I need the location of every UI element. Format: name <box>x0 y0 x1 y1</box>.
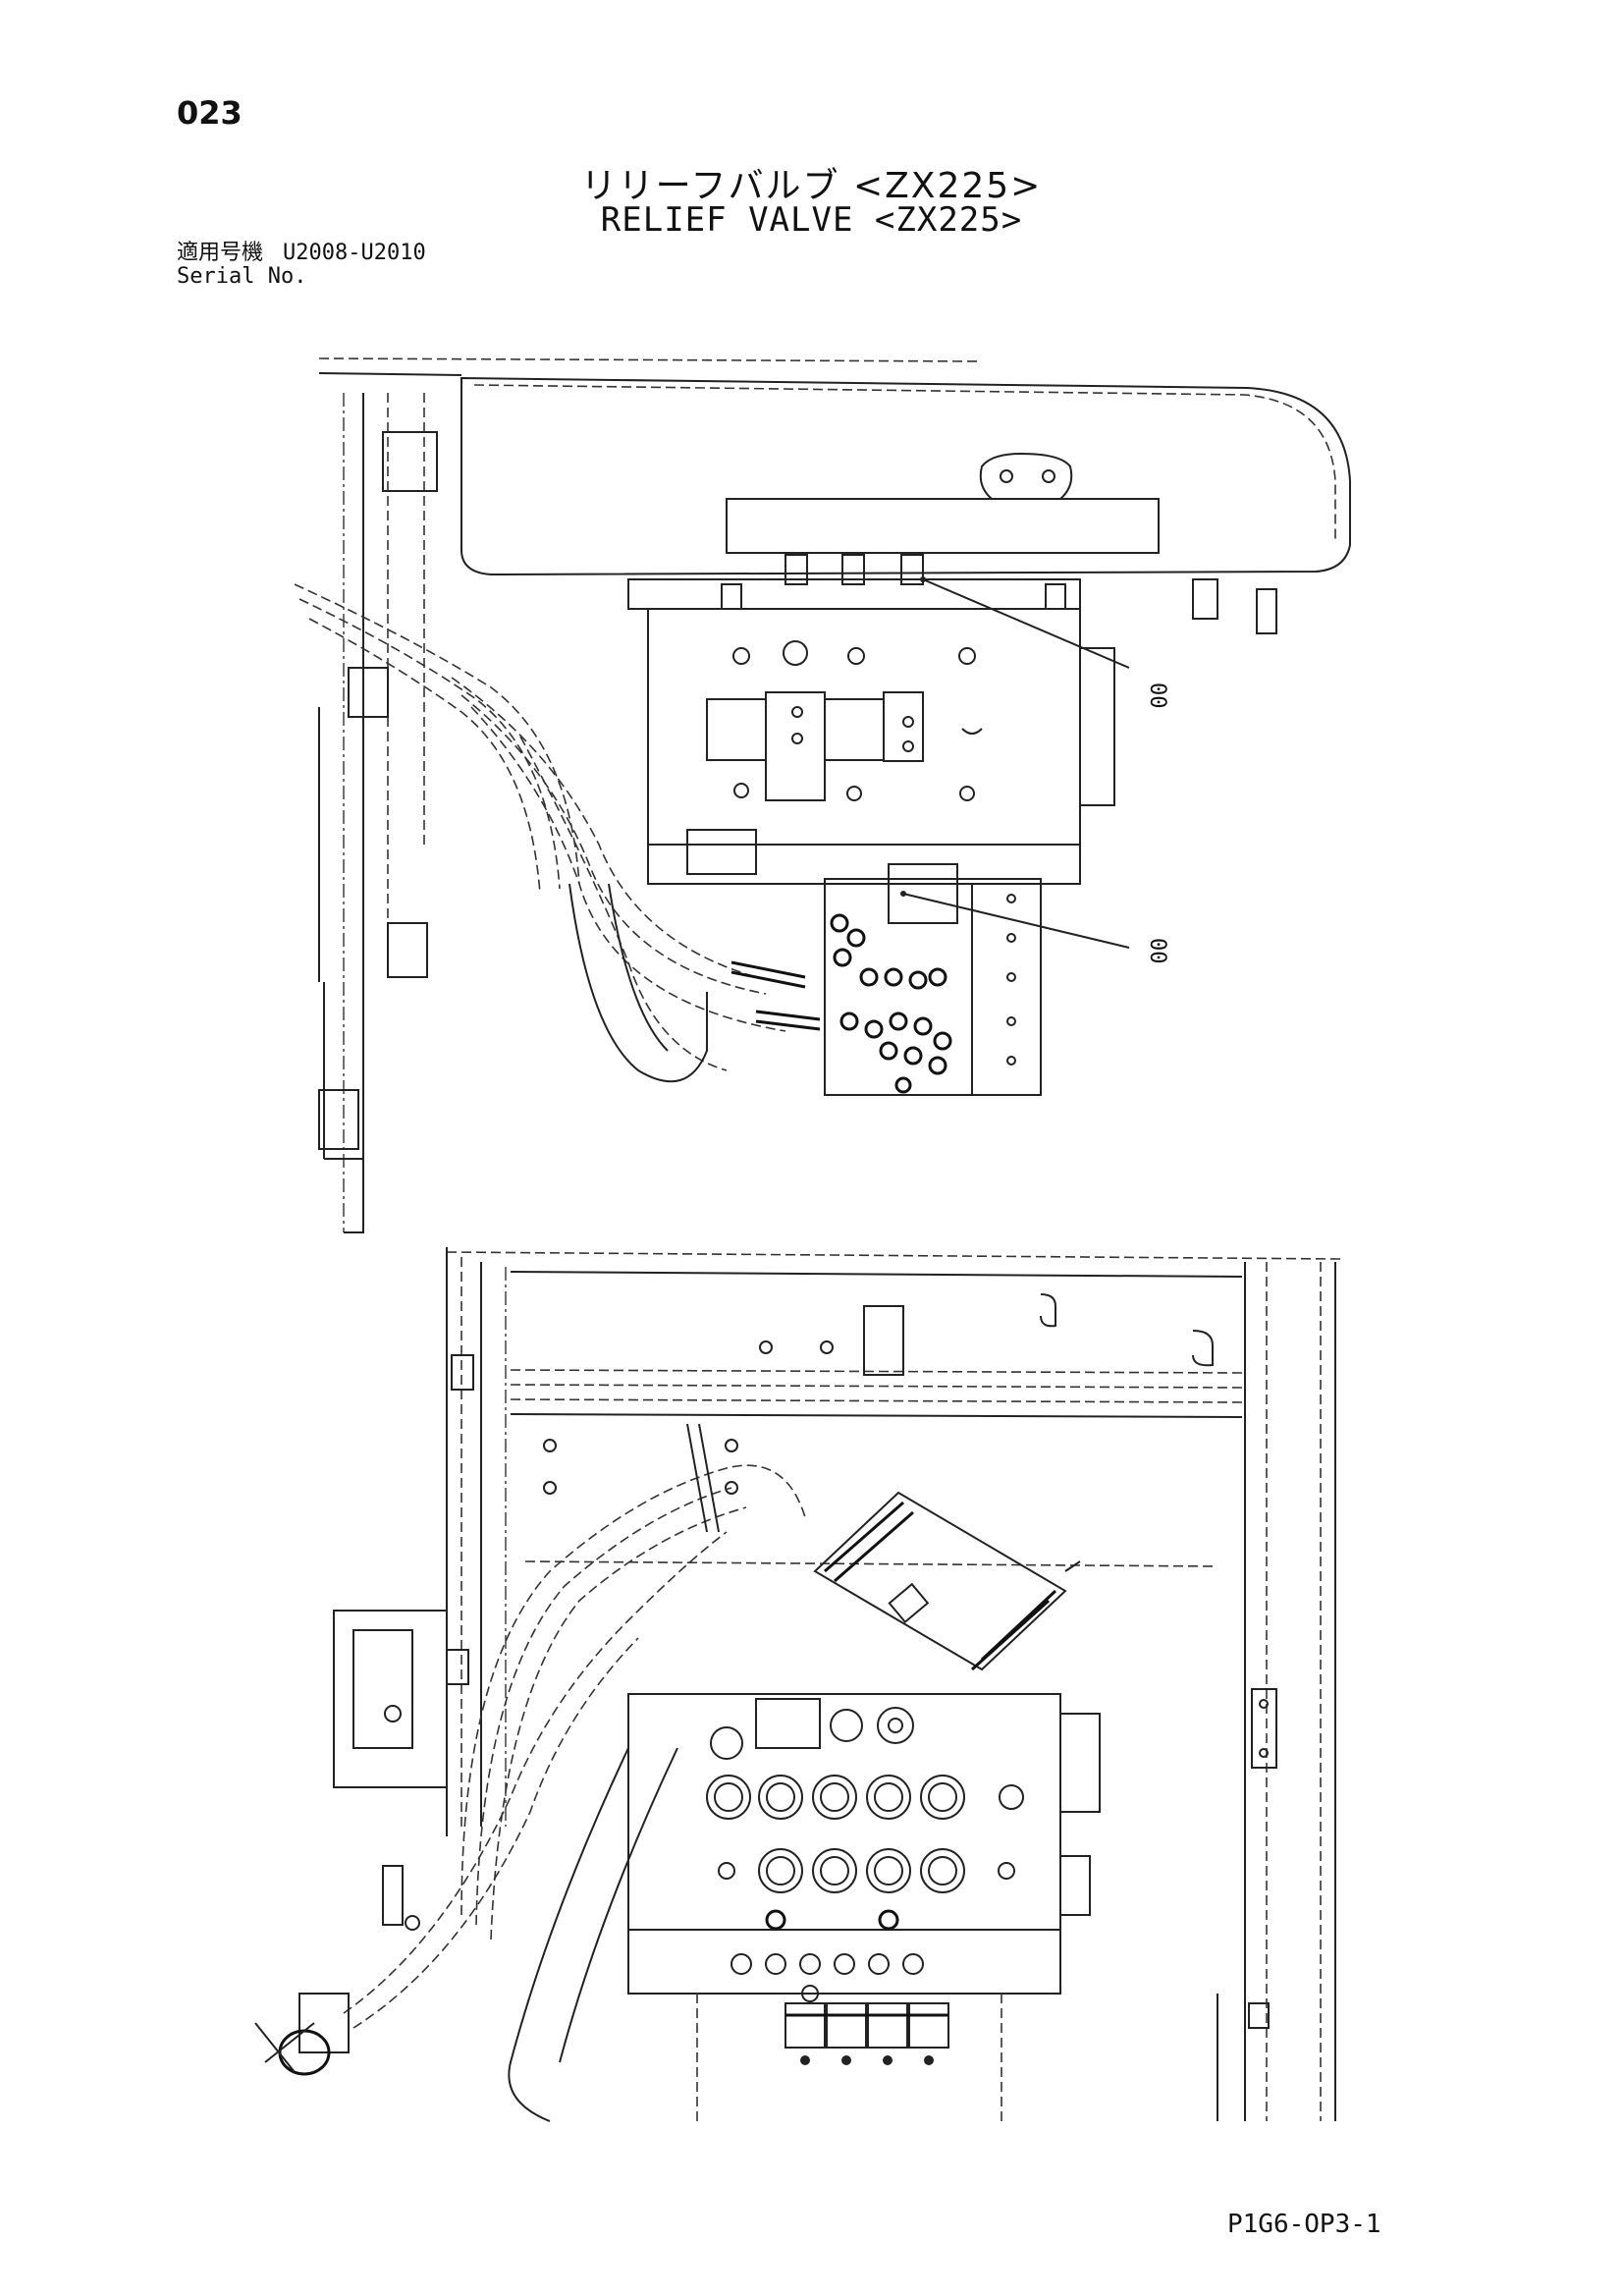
callout-label-2: 00 <box>1145 938 1169 964</box>
serial-range: U2008-U2010 <box>283 241 426 265</box>
drawing-code: P1G6-OP3-1 <box>1227 2210 1381 2239</box>
leader-line-2 <box>902 893 1130 949</box>
upper-view <box>294 357 1351 1233</box>
serial-label-japanese: 適用号機 <box>177 241 264 265</box>
title-english: RELIEF VALVE <ZX225> <box>600 200 1023 240</box>
page-number: 023 <box>177 94 243 132</box>
lower-view <box>254 1247 1341 2122</box>
serial-block: 適用号機 U2008-U2010 Serial No. <box>177 242 426 289</box>
callout-label-1: 00 <box>1145 683 1169 709</box>
title-japanese: リリーフバルブ <ZX225> <box>580 166 1043 206</box>
leader-line-1 <box>922 578 1130 669</box>
serial-label-english: Serial No. <box>177 264 307 289</box>
